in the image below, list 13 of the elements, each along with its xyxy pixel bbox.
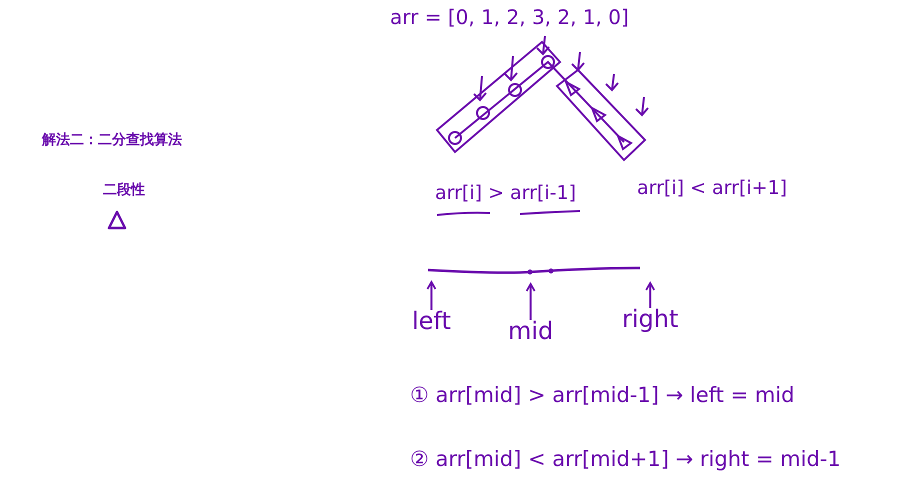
heading-text: 解法二：二分查找算法 <box>42 133 182 148</box>
arrow <box>426 281 436 310</box>
pointer-label: left <box>412 308 451 334</box>
rule-text: ② arr[mid] < arr[mid+1] → right = mid-1 <box>410 448 841 472</box>
pointer-label: mid <box>508 318 554 344</box>
rule-text: ① arr[mid] > arr[mid-1] → left = mid <box>410 384 794 408</box>
arrow <box>526 283 536 320</box>
array-text: arr = [0, 1, 2, 3, 2, 1, 0] <box>390 6 629 28</box>
pointer-label: right <box>622 306 678 332</box>
condition-text: arr[i] > arr[i-1] <box>435 183 576 204</box>
arrow <box>645 282 656 308</box>
subheading-text: 二段性 <box>103 183 145 198</box>
condition-text: arr[i] < arr[i+1] <box>637 178 788 199</box>
